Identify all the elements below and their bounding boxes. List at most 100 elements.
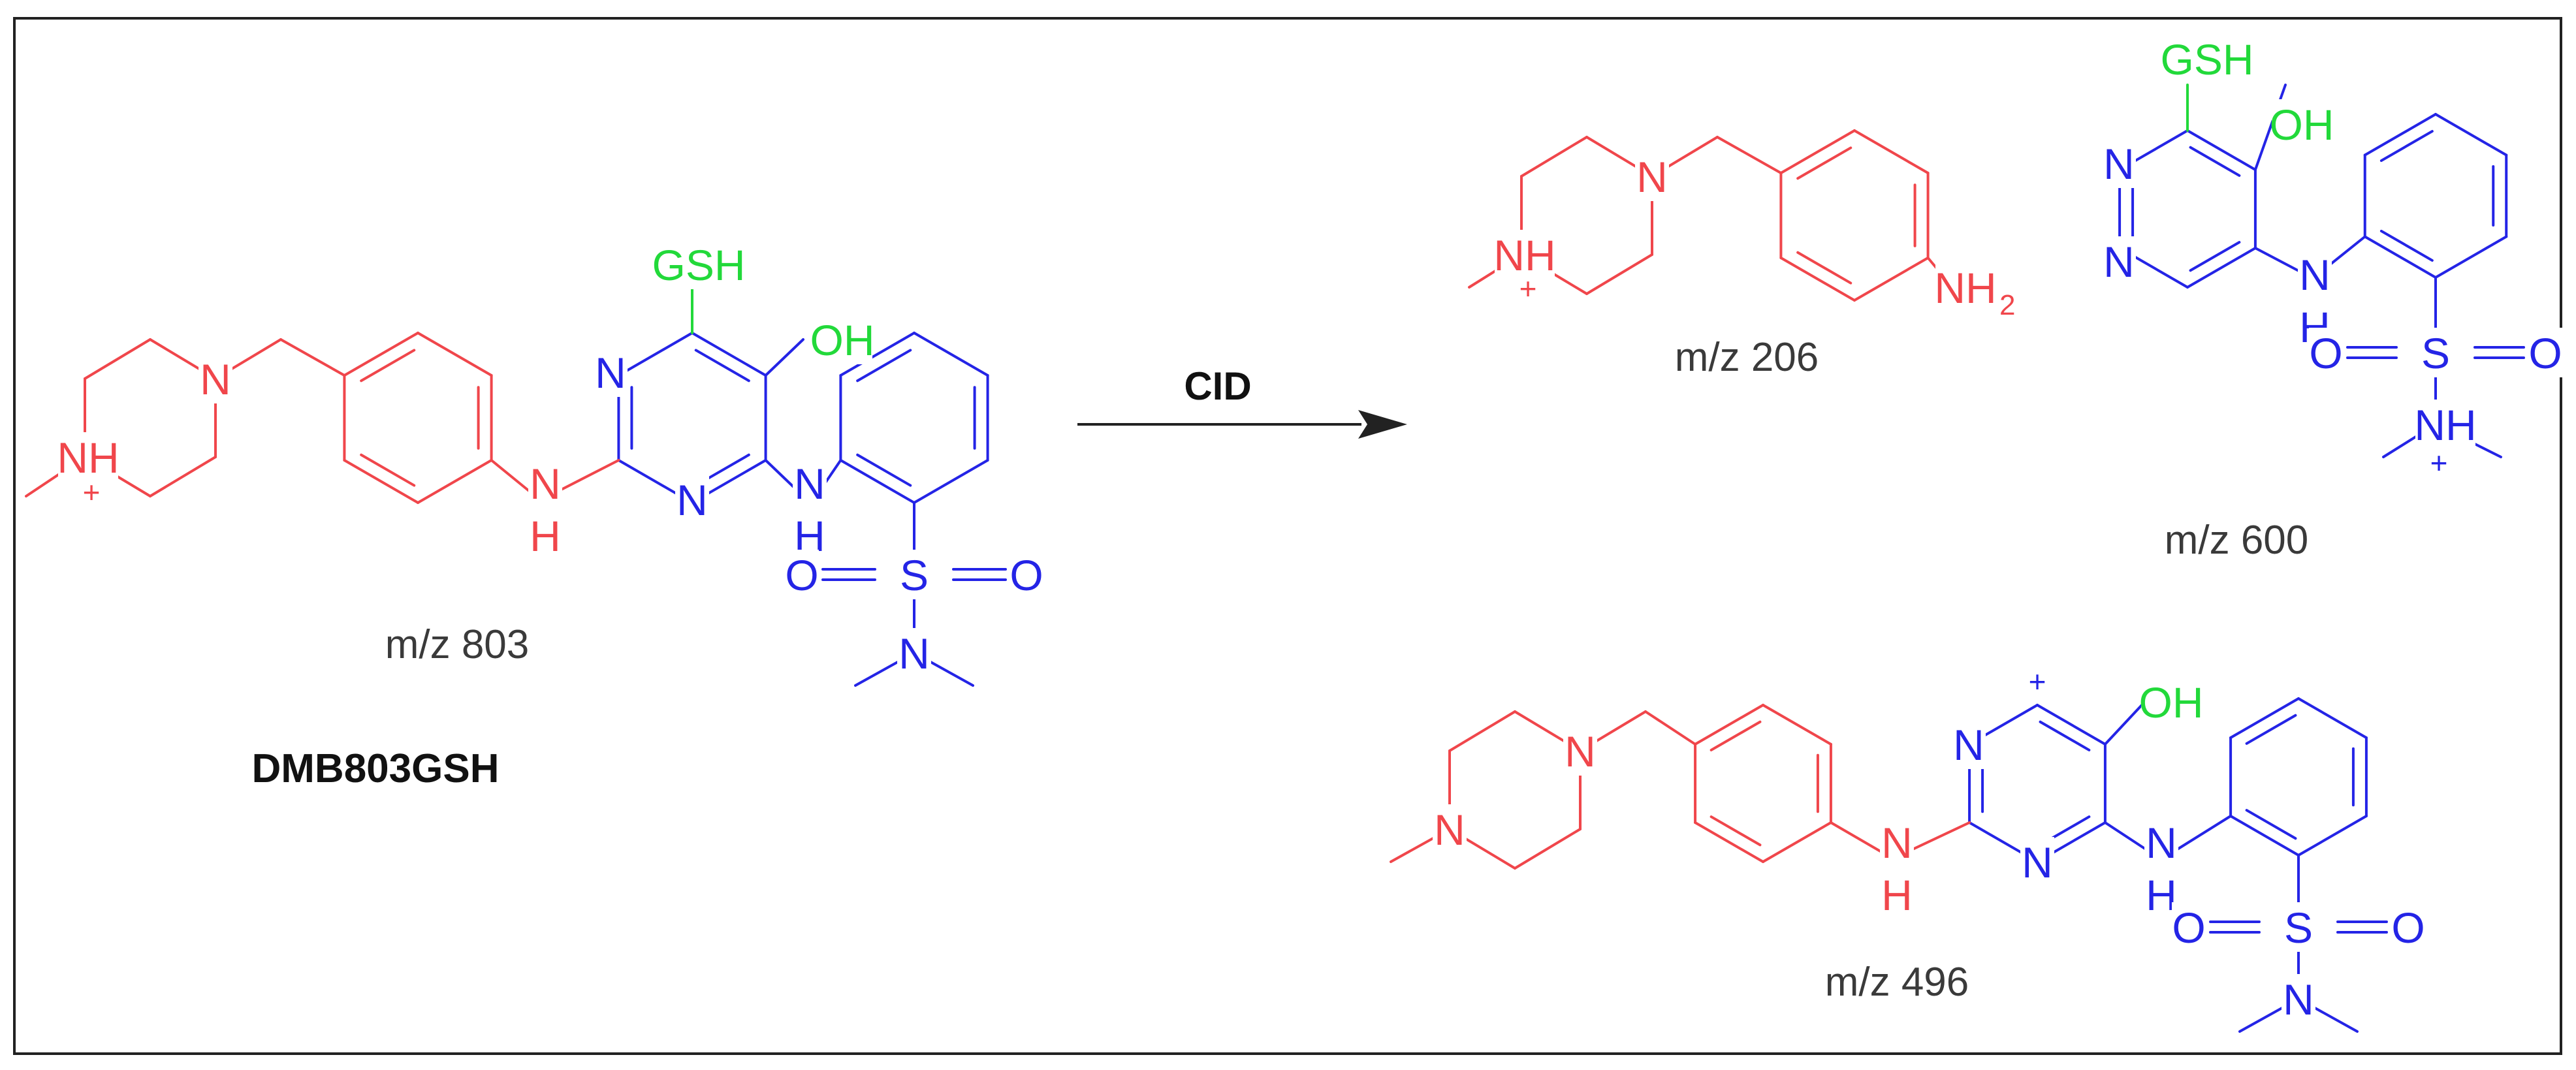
piperazine-bond — [84, 338, 151, 380]
ring-bond — [913, 459, 989, 504]
atom-n: N — [1565, 727, 1596, 776]
ring-bond — [1779, 129, 1856, 174]
figure-frame — [13, 17, 2562, 1055]
atom-nh-plus: NH — [2414, 401, 2476, 449]
label-mask — [897, 550, 931, 599]
label-mask — [785, 550, 819, 599]
double-bond — [694, 349, 750, 383]
label-mask — [2102, 138, 2136, 188]
ring-bond — [2186, 247, 2257, 289]
c-oh-bond — [2253, 84, 2287, 171]
subscript-2: 2 — [1999, 289, 2015, 321]
double-bond — [2245, 809, 2297, 840]
c-oh-bond — [2103, 704, 2143, 746]
cid-arrow: CID — [1077, 364, 1407, 439]
charge-plus: + — [2430, 446, 2448, 480]
atom-n: N — [794, 460, 825, 508]
ring-bond — [1694, 704, 1764, 746]
ring-bond — [1853, 129, 1930, 174]
label-mask — [2172, 902, 2206, 952]
ring-bond — [617, 332, 693, 377]
label-mask — [2528, 328, 2562, 377]
ring-bond — [839, 332, 915, 377]
atom-o: O — [1010, 551, 1043, 599]
double-bond — [2039, 720, 2091, 751]
ring-bond — [417, 332, 493, 377]
charge-plus: + — [83, 475, 101, 509]
atom-n: N — [1881, 819, 1913, 867]
label-mask — [1433, 804, 1467, 854]
label-mask — [1563, 726, 1597, 776]
double-bond — [856, 349, 912, 383]
atom-nh-plus: NH — [1493, 231, 1555, 279]
label-mask — [656, 240, 742, 289]
label-mask — [2141, 677, 2201, 727]
atom-oh: OH — [2270, 101, 2334, 149]
ring-bond — [1762, 704, 1832, 746]
double-bond — [1796, 146, 1852, 180]
ring-bond — [2434, 235, 2508, 279]
mz-label-600: m/z 600 — [2165, 518, 2309, 563]
label-mask — [528, 511, 562, 560]
label-mask — [793, 458, 827, 508]
label-mask — [2272, 99, 2332, 149]
ring-bond — [2363, 235, 2437, 279]
label-mask — [2309, 328, 2343, 377]
label-mask — [1880, 817, 1914, 867]
c-nh-bond — [2253, 247, 2306, 275]
label-mask — [2419, 328, 2453, 377]
mz-label-parent: m/z 803 — [385, 622, 530, 667]
ring-bond — [2297, 815, 2368, 857]
piperazine-bond — [149, 456, 217, 497]
ring-bond — [2229, 697, 2300, 739]
double-bond — [2189, 146, 2241, 177]
label-mask — [1952, 719, 1986, 769]
atom-n: N — [2103, 140, 2135, 188]
ring-bond — [1853, 257, 1930, 302]
atom-s: S — [2421, 329, 2450, 377]
double-bond — [856, 453, 912, 487]
label-mask — [2391, 902, 2425, 952]
ch2-aryl-bond — [279, 338, 346, 377]
double-bond — [2189, 241, 2241, 272]
piperazine-bond — [1585, 253, 1653, 295]
label-mask — [2282, 902, 2315, 952]
ring-bond — [1779, 257, 1856, 302]
ring-bond — [2363, 113, 2437, 157]
charge-plus: + — [1519, 272, 1537, 306]
atom-n: N — [1636, 153, 1668, 201]
ring-bond — [1694, 821, 1764, 863]
ring-bond — [2297, 697, 2368, 739]
atom-nh2: NH — [1934, 264, 1996, 312]
atom-n: N — [530, 460, 561, 508]
double-bond — [1709, 815, 1762, 847]
label-mask — [199, 354, 232, 403]
atom-n: N — [1953, 721, 1984, 769]
ch2-aryl-bond — [1716, 136, 1783, 174]
label-mask — [812, 315, 872, 364]
label-mask — [2282, 974, 2315, 1024]
double-bond — [360, 349, 416, 383]
charge-plus: + — [2029, 665, 2046, 699]
label-mask — [528, 458, 562, 508]
ch2-aryl-bond — [1644, 710, 1697, 746]
atom-n: N — [2299, 251, 2330, 299]
atom-o: O — [2172, 904, 2205, 952]
ring-bond — [343, 332, 419, 377]
double-bond — [1709, 720, 1762, 751]
double-bond — [1796, 251, 1852, 285]
ring-bond — [2229, 815, 2300, 857]
label-mask — [675, 475, 709, 524]
label-mask — [2164, 34, 2250, 84]
atom-s: S — [900, 551, 929, 599]
ring-bond — [913, 332, 989, 377]
atom-h: H — [2146, 871, 2177, 919]
ring-bond — [2434, 113, 2508, 157]
atom-n: N — [2146, 819, 2177, 867]
label-mask — [1880, 870, 1914, 919]
